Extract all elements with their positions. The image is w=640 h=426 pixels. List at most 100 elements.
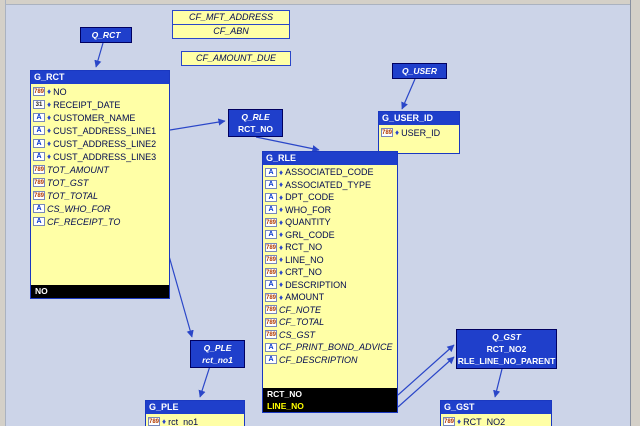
link-grle-qgst-2[interactable] <box>397 356 455 408</box>
window-frame-right <box>630 0 640 426</box>
column-name: CRT_NO <box>285 267 322 278</box>
break-column-row[interactable]: LINE_NO <box>263 400 397 412</box>
link-qrct-grct[interactable] <box>94 42 104 68</box>
number-type-icon: 789 <box>265 292 277 302</box>
db-column-diamond-icon: ♦ <box>279 217 284 227</box>
column-row[interactable]: 789♦CRT_NO <box>263 266 397 279</box>
link-qrle-grle[interactable] <box>255 136 320 153</box>
column-row[interactable]: A♦CUST_ADDRESS_LINE1 <box>31 124 169 137</box>
column-row[interactable]: 789♦NO <box>31 85 169 98</box>
column-row[interactable]: 789♦LINE_NO <box>263 254 397 267</box>
db-column-diamond-icon: ♦ <box>47 100 52 109</box>
column-name: RECEIPT_DATE <box>53 99 121 110</box>
query-label: Q_RLE <box>241 112 270 122</box>
column-row[interactable]: 789♦USER_ID <box>379 126 459 139</box>
link-quser-guserid[interactable] <box>401 78 416 110</box>
column-name: ASSOCIATED_TYPE <box>285 179 371 190</box>
db-column-diamond-icon: ♦ <box>279 255 284 265</box>
group-column-list: 789♦USER_ID <box>379 125 459 153</box>
link-grct-qple[interactable] <box>168 255 194 338</box>
column-row[interactable]: A♦GRL_CODE <box>263 229 397 242</box>
group-g-gst[interactable]: G_GST 789♦RCT_NO2 <box>440 400 552 426</box>
link-grct-qrle[interactable] <box>169 118 226 131</box>
link-grle-qgst-1[interactable] <box>397 344 455 396</box>
link-qgst-ggst[interactable] <box>493 368 503 398</box>
break-column-row[interactable]: RCT_NO <box>263 388 397 400</box>
char-type-icon: A <box>265 167 277 177</box>
column-name: CF_TOTAL <box>279 317 325 328</box>
number-type-icon: 789 <box>443 417 455 426</box>
column-name: USER_ID <box>401 127 441 138</box>
window-frame-top <box>0 0 640 5</box>
group-title[interactable]: G_USER_ID <box>379 112 459 125</box>
db-column-diamond-icon: ♦ <box>47 126 52 135</box>
db-column-diamond-icon: ♦ <box>47 152 52 161</box>
column-row[interactable]: 789♦RCT_NO <box>263 241 397 254</box>
group-title[interactable]: G_RCT <box>31 71 169 84</box>
column-row[interactable]: 31♦RECEIPT_DATE <box>31 98 169 111</box>
column-row[interactable]: 789♦rct_no1 <box>146 415 244 426</box>
column-name: WHO_FOR <box>285 204 332 215</box>
group-title[interactable]: G_RLE <box>263 152 397 165</box>
column-row[interactable]: 789♦QUANTITY <box>263 216 397 229</box>
column-row[interactable]: A♦CUSTOMER_NAME <box>31 111 169 124</box>
char-type-icon: A <box>265 280 277 290</box>
query-label: RCT_NO2 <box>486 344 527 354</box>
column-row[interactable]: 789♦AMOUNT <box>263 291 397 304</box>
column-name: CUSTOMER_NAME <box>53 112 136 123</box>
column-row[interactable]: A♦DESCRIPTION <box>263 279 397 292</box>
number-type-icon: 789 <box>33 191 45 200</box>
column-name: CUST_ADDRESS_LINE3 <box>53 151 157 162</box>
column-name: TOT_AMOUNT <box>47 164 109 175</box>
date-type-icon: 31 <box>33 100 45 109</box>
char-type-icon: A <box>265 180 277 190</box>
query-q-user[interactable]: Q_USER <box>392 63 447 79</box>
char-type-icon: A <box>265 230 277 240</box>
column-row[interactable]: A♦ASSOCIATED_TYPE <box>263 179 397 192</box>
group-title[interactable]: G_GST <box>441 401 551 414</box>
char-type-icon: A <box>33 152 45 161</box>
group-column-list: 789♦RCT_NO2 <box>441 414 551 426</box>
query-q-rct[interactable]: Q_RCT <box>80 27 132 43</box>
column-row[interactable]: 789♦RCT_NO2 <box>441 415 551 426</box>
number-type-icon: 789 <box>265 255 277 265</box>
db-column-diamond-icon: ♦ <box>47 113 52 122</box>
column-row[interactable]: A♦CUST_ADDRESS_LINE3 <box>31 150 169 163</box>
column-row[interactable]: A♦DPT_CODE <box>263 191 397 204</box>
field-cf-amount-due[interactable]: CF_AMOUNT_DUE <box>181 51 291 66</box>
group-g-user-id[interactable]: G_USER_ID 789♦USER_ID <box>378 111 460 154</box>
char-type-icon: A <box>33 113 45 122</box>
char-type-icon: A <box>33 217 45 226</box>
db-column-diamond-icon: ♦ <box>279 280 284 290</box>
link-qple-gple[interactable] <box>198 365 211 398</box>
group-title[interactable]: G_PLE <box>146 401 244 414</box>
group-g-ple[interactable]: G_PLE 789♦rct_no1 <box>145 400 245 426</box>
column-row[interactable]: A♦ASSOCIATED_CODE <box>263 166 397 179</box>
field-cf-abn[interactable]: CF_ABN <box>172 24 290 39</box>
break-column-row[interactable]: NO <box>31 285 169 298</box>
column-row[interactable]: A♦WHO_FOR <box>263 204 397 217</box>
column-row[interactable]: A♦CUST_ADDRESS_LINE2 <box>31 137 169 150</box>
field-cf-mft-address[interactable]: CF_MFT_ADDRESS <box>172 10 290 25</box>
db-column-diamond-icon: ♦ <box>279 167 284 177</box>
column-name: GRL_CODE <box>285 229 335 240</box>
number-type-icon: 789 <box>265 305 277 315</box>
column-name: RCT_NO <box>285 242 323 253</box>
